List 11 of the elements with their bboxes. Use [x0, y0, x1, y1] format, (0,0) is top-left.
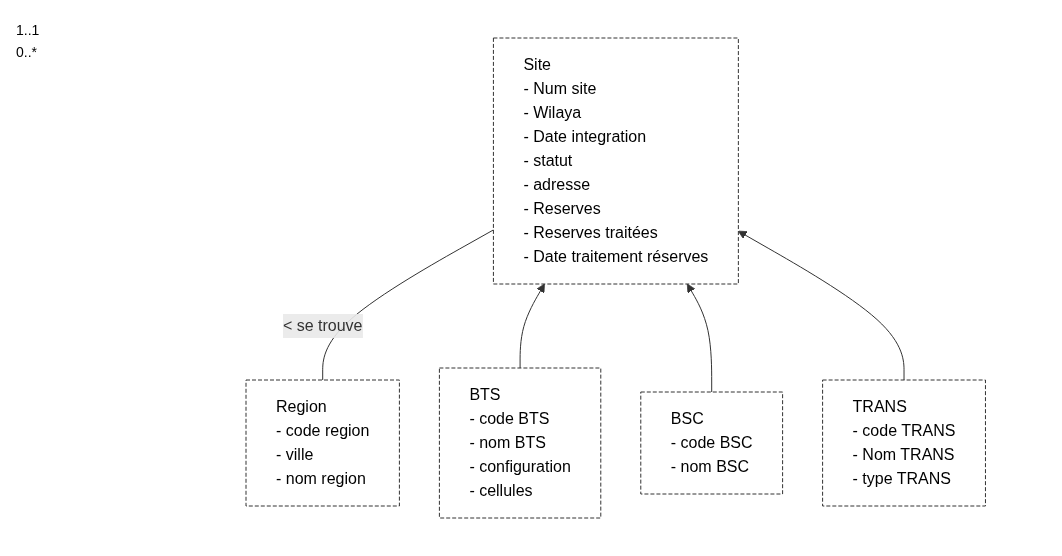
node-box: TRANS - code TRANS - Nom TRANS - type TRANS	[822, 379, 987, 507]
edge-label: < se trouve	[283, 317, 363, 334]
node-box: Site - Num site - Wilaya - Date integration - statut - adresse - Reserves - Reserves traitées - Date traitement réserves	[493, 37, 740, 285]
multiplicity-label: 0..*	[16, 44, 38, 60]
node-box: BSC - code BSC - nom BSC	[640, 391, 784, 495]
arrow	[738, 230, 905, 381]
node-box: Region - code region - ville - nom region	[245, 379, 401, 507]
arrow	[687, 283, 713, 393]
node-box: BTS - code BTS - nom BTS - configuration - cellules	[439, 367, 602, 519]
multiplicity-label: 1..1	[16, 22, 41, 38]
arrow	[519, 283, 546, 369]
